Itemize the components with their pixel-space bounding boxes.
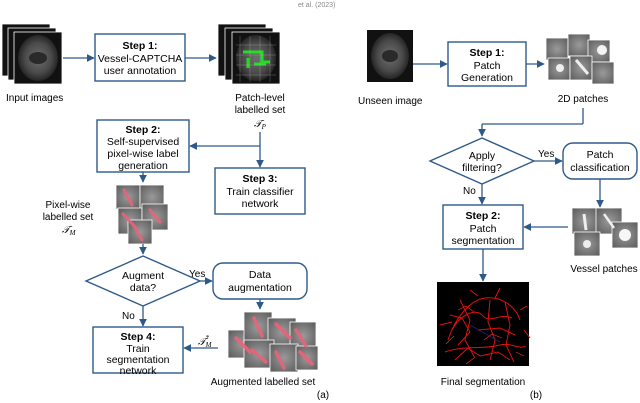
- step2-patch-segmentation-box: Step 2: Patch segmentation: [442, 204, 524, 250]
- input-images: [1, 23, 63, 85]
- decision-a-line2: data?: [130, 282, 156, 294]
- step1-title: Step 1:: [122, 40, 157, 52]
- augmented-set-label: Augmented labelled set: [211, 377, 316, 388]
- yes-label-b: Yes: [538, 149, 554, 160]
- step1-annotation-box: Step 1: Vessel-CAPTCHA user annotation: [94, 33, 186, 82]
- decision-b-line2: filtering?: [462, 162, 502, 174]
- step3-line1: Train classifier: [226, 186, 294, 198]
- annotated-images: [217, 23, 281, 85]
- data-aug-line2: augmentation: [228, 282, 292, 294]
- step1-line1: Vessel-CAPTCHA: [98, 53, 183, 65]
- final-segmentation-label: Final segmentation: [441, 377, 526, 388]
- no-label-a: No: [122, 311, 135, 322]
- decision-b-line1: Apply: [469, 150, 496, 162]
- step3-classifier-box: Step 3: Train classifier network: [214, 167, 306, 215]
- step4-line1: Train: [126, 343, 150, 355]
- step2-label-generation-box: Step 2: Self-supervised pixel-wise label…: [96, 119, 190, 173]
- step4-segmentation-box: Step 4: Train segmentation network: [92, 326, 184, 377]
- decision-a-line1: Augment: [122, 270, 164, 282]
- step4-line2: segmentation: [106, 354, 169, 366]
- data-aug-line1: Data: [249, 269, 271, 281]
- filtering-decision-diamond: Apply filtering?: [428, 137, 536, 185]
- caption-b: (b): [530, 390, 542, 401]
- classif-line1: Patch: [587, 149, 614, 161]
- data-augmentation-box: Data augmentation: [212, 262, 308, 300]
- pixelwise-label-1: Pixel-wise: [45, 200, 90, 211]
- 2d-patches: [545, 33, 615, 85]
- page-header: et al. (2023): [298, 2, 335, 9]
- step2-line1: Self-supervised: [107, 136, 180, 148]
- b-step2-title: Step 2:: [465, 210, 500, 222]
- 2d-patches-label: 2D patches: [558, 94, 609, 105]
- step1-line2: user annotation: [104, 65, 177, 77]
- aug-set-symbol: 𝒯M*: [198, 334, 213, 349]
- b-step1-line1: Patch: [474, 60, 501, 72]
- step2-title: Step 2:: [125, 124, 160, 136]
- caption-a: (a): [317, 390, 329, 401]
- step2-line3: generation: [118, 160, 168, 172]
- patch-set-symbol: 𝒯P: [254, 119, 267, 131]
- pixelwise-patches: [115, 184, 169, 245]
- yes-label-a: Yes: [189, 269, 205, 280]
- b-step2-line1: Patch: [470, 223, 497, 235]
- patch-classification-box: Patch classification: [562, 142, 638, 180]
- step1-patch-generation-box: Step 1: Patch Generation: [447, 41, 527, 87]
- augmented-patches: [227, 311, 319, 373]
- pixelwise-set-symbol: 𝒯M: [62, 225, 77, 237]
- unseen-image-label: Unseen image: [358, 96, 423, 107]
- b-step2-line2: segmentation: [451, 235, 514, 247]
- b-step1-title: Step 1:: [469, 47, 504, 59]
- step2-line2: pixel-wise label: [107, 148, 178, 160]
- patch-level-label-1: Patch-level: [235, 93, 284, 104]
- step3-title: Step 3:: [242, 173, 277, 185]
- input-images-label: Input images: [6, 93, 63, 104]
- step4-line3: network: [120, 365, 158, 377]
- augment-decision-diamond: Augment data?: [84, 255, 202, 307]
- pixelwise-label-2: labelled set: [43, 212, 94, 223]
- step3-line2: network: [242, 198, 280, 210]
- b-step1-line2: Generation: [461, 72, 513, 84]
- final-segmentation-image: [437, 282, 531, 366]
- unseen-image: [367, 30, 413, 82]
- vessel-patches: [571, 207, 639, 257]
- vessel-patches-label: Vessel patches: [570, 264, 637, 275]
- no-label-b: No: [463, 186, 476, 197]
- step4-title: Step 4:: [120, 331, 155, 343]
- patch-level-label-2: labelled set: [235, 105, 286, 116]
- classif-line2: classification: [570, 162, 630, 174]
